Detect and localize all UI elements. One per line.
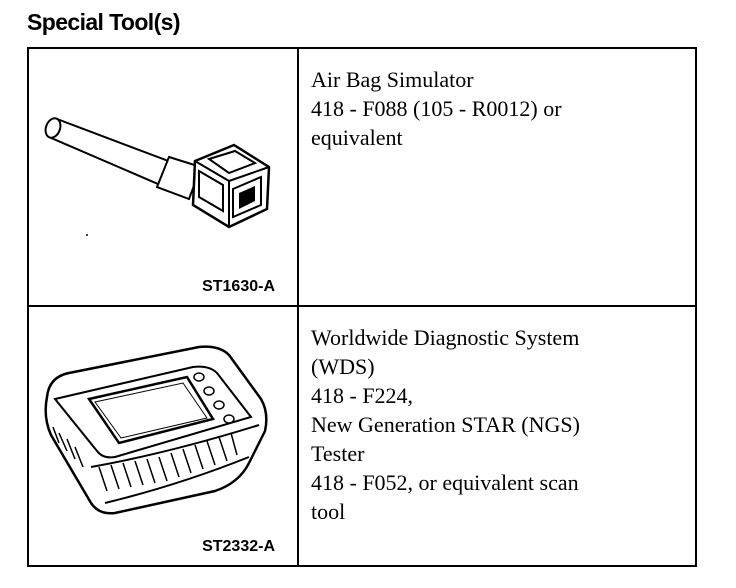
figure-code: ST2332-A [202,538,275,555]
tool-illustration-cell: ST2332-A [29,307,299,565]
special-tools-table: ST1630-A Air Bag Simulator 418 - F088 (1… [27,47,697,567]
tool-description: Worldwide Diagnostic System (WDS) 418 - … [299,307,695,565]
tool-illustration-cell: ST1630-A [29,49,299,305]
tool-number-cont: equivalent [311,125,403,150]
diagnostic-tester-device-icon [44,345,268,515]
figure-code: ST1630-A [202,278,275,295]
tool-number-alt: 418 - F052, or equivalent scan [311,470,579,495]
tool-description: Air Bag Simulator 418 - F088 (105 - R001… [299,49,695,305]
tool-name: Air Bag Simulator [311,67,474,92]
tool-number: 418 - F224, [311,383,414,408]
tool-number-alt-cont: tool [311,499,346,524]
tool-name-alt-cont: Tester [311,441,365,466]
tool-row: ST1630-A Air Bag Simulator 418 - F088 (1… [29,49,695,307]
air-bag-simulator-connector-icon [44,117,271,236]
tool-name-alt: New Generation STAR (NGS) [311,412,580,437]
tool-row: ST2332-A Worldwide Diagnostic System (WD… [29,307,695,565]
section-heading: Special Tool(s) [27,9,180,35]
tool-name: Worldwide Diagnostic System [311,325,580,350]
tool-number: 418 - F088 (105 - R0012) or [311,96,562,121]
tool-name-abbrev: (WDS) [311,354,375,379]
